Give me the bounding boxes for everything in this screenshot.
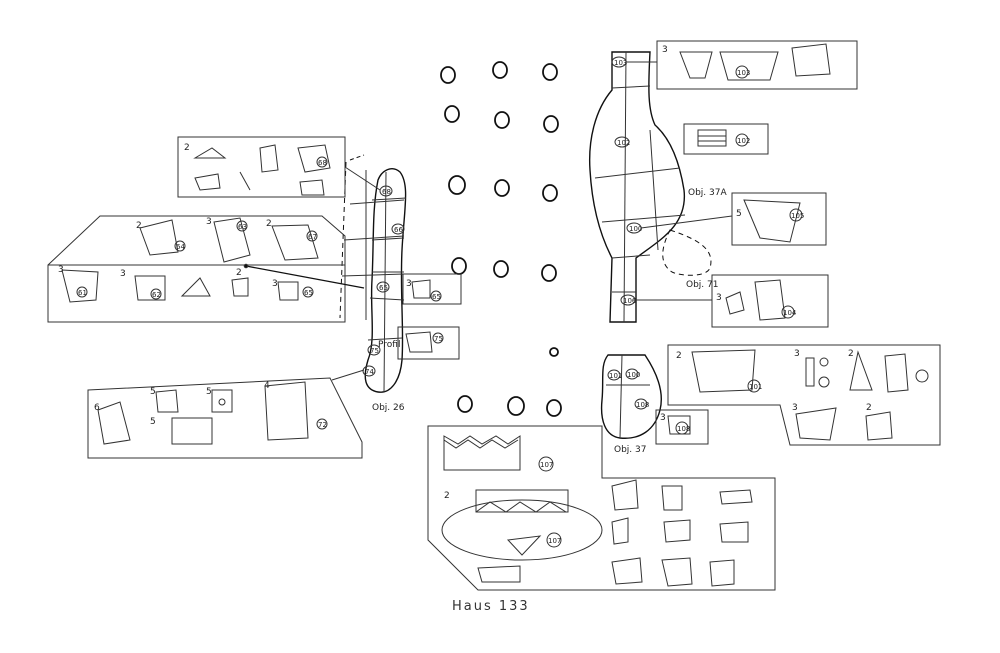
posthole [448, 175, 466, 195]
find-panel-68: 2 68 [177, 136, 346, 198]
posthole [493, 260, 509, 278]
posthole [494, 179, 510, 197]
find-number: 107 [540, 461, 553, 469]
find-number: 102 [617, 139, 630, 147]
posthole [549, 347, 559, 357]
label-obj71: Obj. 71 [686, 280, 718, 290]
find-number: 100 [629, 225, 642, 233]
posthole [543, 115, 559, 133]
find-number: 75 [434, 335, 443, 343]
panel-digit: 2 [184, 143, 190, 153]
panel-digit: 3 [406, 279, 412, 289]
posthole [457, 395, 473, 413]
find-number: 102 [737, 137, 750, 145]
find-number: 72 [318, 421, 327, 429]
posthole [546, 399, 562, 417]
find-number: 67 [308, 233, 317, 241]
panel-digit: 5 [150, 417, 156, 427]
find-number: 106 [623, 297, 637, 305]
posthole [492, 61, 508, 79]
obj37a-find-markers: 103 102 100 106 [611, 56, 642, 306]
find-number: 66 [394, 226, 403, 234]
find-number: 108 [677, 425, 690, 433]
find-number: 65 [304, 289, 313, 297]
panel-digit: 2 [676, 351, 682, 361]
label-obj26: Obj. 26 [372, 403, 405, 413]
label-obj37: Obj. 37 [614, 445, 646, 455]
find-number: 74 [365, 368, 374, 376]
posthole [440, 66, 456, 84]
panel-digit: 2 [444, 491, 450, 501]
find-number: 68 [318, 159, 327, 167]
posthole [542, 184, 558, 202]
panel-digit: 3 [206, 217, 212, 227]
panel-digit: 3 [660, 413, 666, 423]
posthole-grid [440, 61, 562, 417]
find-panel-72-74: 6 5 5 5 4 72 [87, 377, 363, 459]
obj26-find-markers: 68 66 65 75 74 [362, 185, 405, 377]
posthole [507, 396, 525, 416]
obj37-feature [600, 354, 662, 439]
find-panel-61-67: 2 64 3 63 2 67 3 61 3 62 2 3 65 [47, 215, 346, 323]
panel-digit: 6 [94, 403, 100, 413]
find-number: 62 [152, 291, 161, 299]
find-number: 107 [548, 537, 561, 545]
find-number: 103 [737, 69, 750, 77]
find-panel-105: 5 105 [731, 192, 827, 246]
obj37a-trench [588, 51, 712, 323]
find-panel-102: 102 [683, 123, 769, 155]
find-number: 64 [176, 243, 185, 251]
panel-digit: 2 [866, 403, 872, 413]
posthole [541, 264, 557, 282]
panel-digit: 3 [662, 45, 668, 55]
find-panel-65-right: 3 65 [402, 273, 462, 305]
find-panel-108: 3 108 [655, 409, 709, 445]
label-profil: Profil [378, 340, 400, 350]
find-number: 65 [379, 284, 388, 292]
posthole [494, 111, 510, 129]
posthole [444, 105, 460, 123]
panel-digit: 5 [150, 387, 156, 397]
find-number: 68 [382, 188, 391, 196]
find-panel-107: 107 2 107 [427, 425, 776, 591]
find-number: 65 [432, 293, 441, 301]
find-number: 105 [791, 212, 804, 220]
panel-digit: 2 [266, 219, 272, 229]
panel-digit: 5 [736, 209, 742, 219]
posthole [542, 63, 558, 81]
panel-digit: 5 [206, 387, 212, 397]
find-number: 100 [627, 371, 640, 379]
find-number: 103 [614, 59, 627, 67]
find-panel-101: 2 101 3 2 3 2 [667, 344, 941, 446]
panel-digit: 3 [58, 265, 64, 275]
panel-digit: 3 [272, 279, 278, 289]
obj26-trench [339, 154, 407, 393]
label-obj37a: Obj. 37A [688, 188, 727, 198]
panel-digit: 2 [236, 268, 242, 278]
find-number: 61 [78, 289, 87, 297]
find-number: 75 [370, 347, 379, 355]
find-number: 63 [238, 223, 247, 231]
find-number: 108 [636, 401, 649, 409]
plan-title: Haus 133 [452, 599, 530, 614]
panel-digit: 2 [848, 349, 854, 359]
find-number: 104 [783, 309, 797, 317]
find-number: 101 [749, 383, 762, 391]
panel-digit: 3 [792, 403, 798, 413]
find-panel-103: 3 103 [656, 40, 858, 90]
panel-digit: 3 [120, 269, 126, 279]
find-number: 101 [609, 372, 622, 380]
panel-digit: 3 [716, 293, 722, 303]
find-panel-75: 75 [397, 326, 460, 360]
panel-digit: 3 [794, 349, 800, 359]
posthole [451, 257, 467, 275]
panel-digit: 2 [136, 221, 142, 231]
find-panel-104: 3 104 [711, 274, 829, 328]
